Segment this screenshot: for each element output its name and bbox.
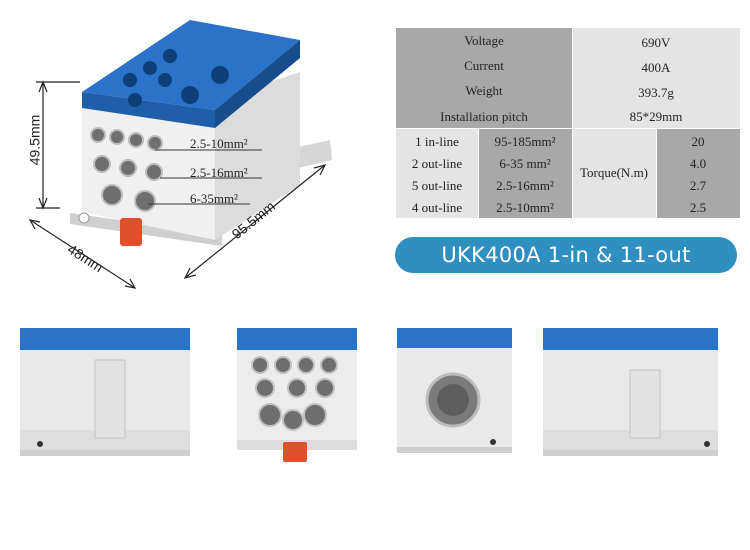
dimension-height: 49.5mm: [26, 114, 43, 166]
torque-value: 4.0: [689, 156, 707, 171]
spec-value: 85*29mm: [629, 109, 683, 124]
front-view: [237, 328, 357, 462]
line-size: 2.5-16mm²: [496, 178, 554, 193]
spec-value: 393.7g: [638, 85, 674, 100]
torque-value: 20: [691, 134, 705, 149]
spec-label: Weight: [465, 83, 503, 98]
line-size: 6-35 mm²: [499, 156, 551, 171]
line-label: 1 in-line: [415, 134, 459, 149]
spec-label: Voltage: [464, 33, 504, 48]
line-label: 2 out-line: [411, 156, 463, 171]
spec-table: Voltage 690V Current 400A Weight 393.7g …: [396, 28, 740, 218]
product-illustration: [28, 20, 332, 289]
line-label: 5 out-line: [411, 178, 463, 193]
end-view: [397, 328, 512, 453]
side-view-right: [543, 328, 718, 456]
spec-value: 400A: [641, 60, 671, 75]
torque-value: 2.5: [689, 200, 707, 215]
line-label: 4 out-line: [411, 200, 463, 215]
product-title-banner: UKK400A 1-in & 11-out: [395, 237, 737, 273]
torque-label: Torque(N.m): [579, 165, 649, 180]
spec-label: Current: [464, 58, 504, 73]
spec-value: 690V: [641, 35, 671, 50]
torque-value: 2.7: [689, 178, 707, 193]
wire-label-2: 2.5-16mm²: [190, 165, 248, 180]
latch-icon: [120, 218, 142, 246]
side-view-left: [20, 328, 190, 456]
latch-icon: [283, 442, 307, 462]
wire-label-1: 2.5-10mm²: [190, 136, 248, 151]
line-size: 95-185mm²: [494, 134, 556, 149]
wire-label-3: 6-35mm²: [190, 191, 238, 206]
line-size: 2.5-10mm²: [496, 200, 554, 215]
spec-label: Installation pitch: [440, 109, 528, 124]
